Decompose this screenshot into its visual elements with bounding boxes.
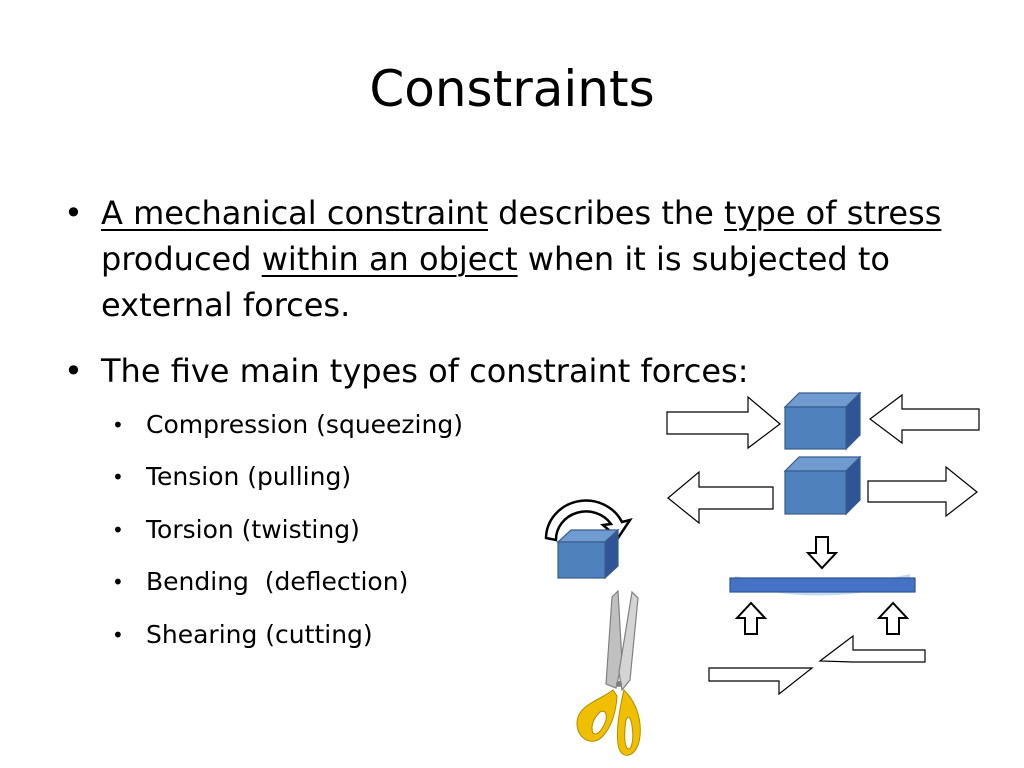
scissors-pivot [616, 681, 622, 687]
bullet-dot: • [112, 413, 124, 437]
bullet-definition-text: A mechanical constraint describes the ty… [101, 190, 964, 328]
right-pointing-arrow-icon [867, 465, 978, 518]
subitem-tension: • Tension (pulling) [112, 461, 351, 493]
left-pointing-arrow-icon [818, 634, 926, 663]
right-pointing-arrow-icon [666, 395, 781, 450]
scissors-icon [576, 589, 641, 756]
scissors-handle [617, 689, 641, 756]
term-mechanical-constraint: A mechanical constraint [101, 194, 488, 232]
subitem-torsion: • Torsion (twisting) [112, 514, 360, 546]
bullet-five-types: • The five main types of constraint forc… [64, 348, 748, 394]
compression-diagram [666, 391, 980, 451]
subitem-label: Compression (squeezing) [146, 410, 463, 439]
subitem-label: Tension (pulling) [146, 462, 352, 491]
down-arrow-icon [805, 536, 839, 570]
subitem-compression: • Compression (squeezing) [112, 409, 463, 441]
text-fragment: describes the [488, 194, 725, 232]
term-within-an-object: within an object [261, 240, 518, 278]
scissors-blade [618, 590, 639, 692]
subitem-bending: • Bending (deflection) [112, 566, 408, 598]
shearing-diagram [708, 634, 926, 696]
bullet-dot: • [64, 194, 83, 232]
subitem-label: Shearing (cutting) [146, 620, 373, 649]
bullet-dot: • [112, 570, 124, 594]
bullet-definition: • A mechanical constraint describes the … [64, 190, 964, 328]
subitem-shearing: • Shearing (cutting) [112, 619, 373, 651]
up-arrow-icon [734, 601, 768, 635]
subitem-label: Bending (deflection) [146, 567, 409, 596]
up-arrow-icon [876, 601, 910, 635]
text-fragment: when it is subjected to external forces. [101, 240, 890, 324]
text-fragment: produced [101, 240, 262, 278]
cube-icon [783, 391, 862, 451]
right-pointing-arrow-icon [708, 667, 814, 696]
beam [729, 577, 916, 593]
torsion-diagram [544, 499, 633, 580]
bullet-dot: • [64, 352, 83, 390]
cube-icon [783, 455, 862, 516]
left-pointing-arrow-icon [667, 470, 774, 525]
bullet-dot: • [112, 518, 124, 542]
left-pointing-arrow-icon [869, 393, 980, 445]
bullet-dot: • [112, 465, 124, 489]
tension-diagram [667, 455, 978, 525]
scissors-handle [576, 689, 618, 742]
bullet-dot: • [112, 623, 124, 647]
bending-diagram [729, 536, 916, 635]
subitem-label: Torsion (twisting) [146, 515, 360, 544]
slide-title: Constraints [369, 60, 655, 118]
bullet-five-types-text: The five main types of constraint forces… [101, 352, 749, 390]
term-type-of-stress: type of stress [724, 194, 942, 232]
cube-icon [556, 528, 620, 580]
